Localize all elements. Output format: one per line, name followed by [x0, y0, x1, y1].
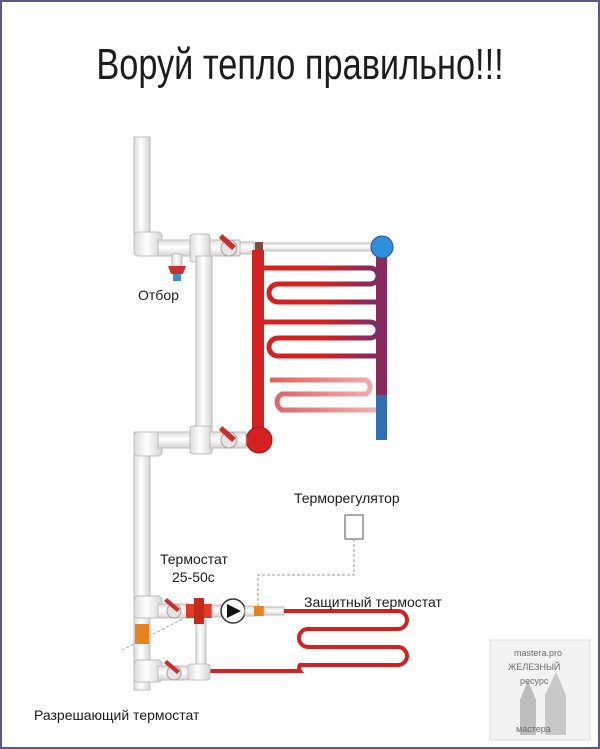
thermoregulator-box[interactable]	[344, 514, 364, 540]
enabling-thermostat-icon[interactable]	[135, 624, 149, 644]
watermark-text-3: ресурс	[520, 676, 549, 686]
label-otbor: Отбор	[138, 287, 179, 303]
thermostat-icon[interactable]	[186, 598, 212, 624]
page-title: Воруй тепло правильно!!!	[96, 40, 504, 89]
protective-thermostat-icon[interactable]	[254, 606, 264, 616]
pump-icon[interactable]	[220, 598, 246, 624]
middle-ball-valve-icon[interactable]	[209, 426, 247, 449]
label-thermostat-line1: Термостат	[160, 551, 228, 567]
label-enabling-thermostat: Разрешающий термостат	[34, 707, 200, 723]
lower-supply-valve-icon[interactable]	[157, 598, 189, 619]
drain-valve-icon[interactable]	[168, 266, 186, 281]
lower-return-valve-icon[interactable]	[157, 660, 189, 681]
label-thermoregulator: Терморегулятор	[294, 490, 400, 506]
watermark-text-4: мастера	[516, 724, 551, 734]
riser-pipe	[133, 136, 213, 435]
label-protective-thermostat: Защитный термостат	[304, 594, 442, 610]
floor-heating-loop	[206, 609, 409, 673]
label-thermostat-line2: 25-50c	[172, 569, 215, 585]
towel-rail	[245, 235, 394, 454]
watermark-logo	[489, 639, 591, 741]
watermark-text-1: mastera.pro	[514, 648, 563, 658]
middle-junction	[133, 425, 213, 601]
top-ball-valve-icon[interactable]	[209, 234, 241, 257]
watermark-text-2: ЖЕЛЕЗНЫЙ	[508, 662, 561, 672]
lower-riser	[133, 595, 207, 691]
